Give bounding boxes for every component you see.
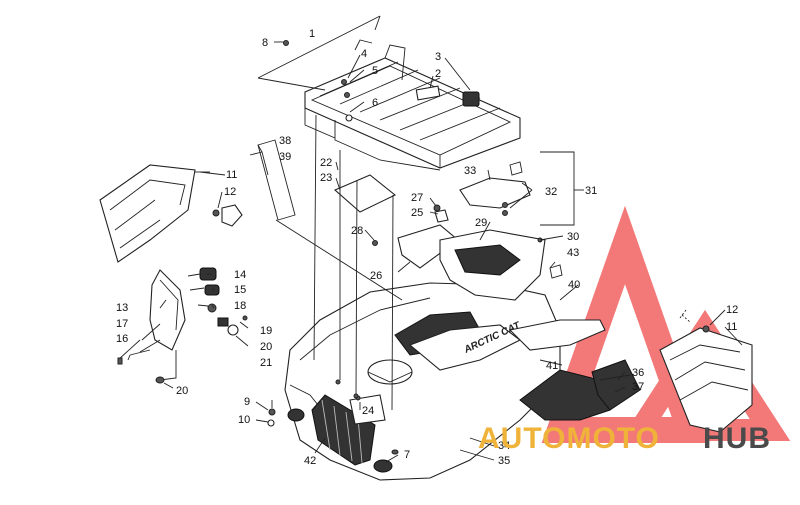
callout-8: 8: [262, 37, 268, 49]
callout-13: 13: [116, 302, 128, 314]
callout-16: 16: [116, 333, 128, 345]
callout-40: 40: [568, 279, 580, 291]
watermark-hub: HUB: [703, 422, 771, 455]
callout-37: 37: [632, 381, 644, 393]
callout-23: 23: [320, 172, 332, 184]
callout-1: 1: [309, 28, 315, 40]
callout-31: 31: [585, 185, 597, 197]
callout-11-left: 11: [226, 169, 237, 181]
rack-pad: [415, 85, 441, 101]
callout-26: 26: [370, 270, 382, 282]
callout-38: 38: [279, 135, 291, 147]
callout-29: 29: [475, 217, 487, 229]
callout-2: 2: [435, 68, 441, 80]
rack-knob: [462, 91, 480, 107]
callout-32: 32: [545, 186, 557, 198]
callout-22: 22: [320, 157, 332, 169]
cargo-rack: [257, 15, 521, 171]
callout-24: 24: [362, 405, 374, 417]
callout-43: 43: [567, 247, 579, 259]
callout-numbers: 1 2 3 4 5 6 7 8 9 10 11 11 12 12 13 14 1…: [116, 28, 738, 467]
callout-6: 6: [372, 97, 378, 109]
callout-21: 21: [260, 357, 272, 369]
left-headlight: [287, 408, 305, 422]
front-grille: [311, 394, 376, 466]
callout-41: 41: [546, 360, 558, 372]
callout-28: 28: [351, 225, 363, 237]
callout-19: 19: [260, 325, 272, 337]
callout-12-left: 12: [224, 186, 236, 198]
callout-36: 36: [632, 367, 644, 379]
callout-4: 4: [361, 48, 367, 60]
right-fender-flare: [591, 309, 753, 433]
alignment-lines: [267, 114, 403, 427]
callout-25: 25: [411, 207, 423, 219]
reflector-assembly: [117, 267, 248, 384]
left-fender-flare: [99, 164, 243, 263]
rack-leaders: [274, 41, 471, 113]
callout-34: 34: [498, 440, 510, 452]
storage-tray: [333, 161, 563, 301]
right-headlight: [373, 459, 393, 473]
callout-42: 42: [304, 455, 316, 467]
reflector-bracket: [249, 139, 296, 221]
callout-20-top: 20: [260, 341, 272, 353]
callout-11-right: 11: [726, 321, 737, 333]
callout-bracket-31: [509, 151, 584, 226]
callout-12-right: 12: [726, 304, 738, 316]
leader-lines: [139, 161, 743, 463]
callout-7: 7: [404, 449, 410, 461]
callout-15: 15: [234, 284, 246, 296]
watermark-text: AUTOMOTO HUB: [478, 422, 771, 455]
callout-18: 18: [234, 300, 246, 312]
callout-39: 39: [279, 151, 291, 163]
callout-33: 33: [464, 165, 476, 177]
callout-3: 3: [435, 51, 441, 63]
callout-17: 17: [116, 318, 128, 330]
callout-9: 9: [244, 396, 250, 408]
callout-35: 35: [498, 455, 510, 467]
watermark-automoto: AUTOMOTO: [478, 422, 660, 455]
callout-27: 27: [411, 192, 423, 204]
callout-30: 30: [567, 231, 579, 243]
front-body-panel: ARCTIC CAT: [284, 282, 611, 481]
callout-10: 10: [238, 414, 250, 426]
callout-20-bottom: 20: [176, 385, 188, 397]
callout-14: 14: [234, 269, 246, 281]
callout-5: 5: [372, 65, 378, 77]
